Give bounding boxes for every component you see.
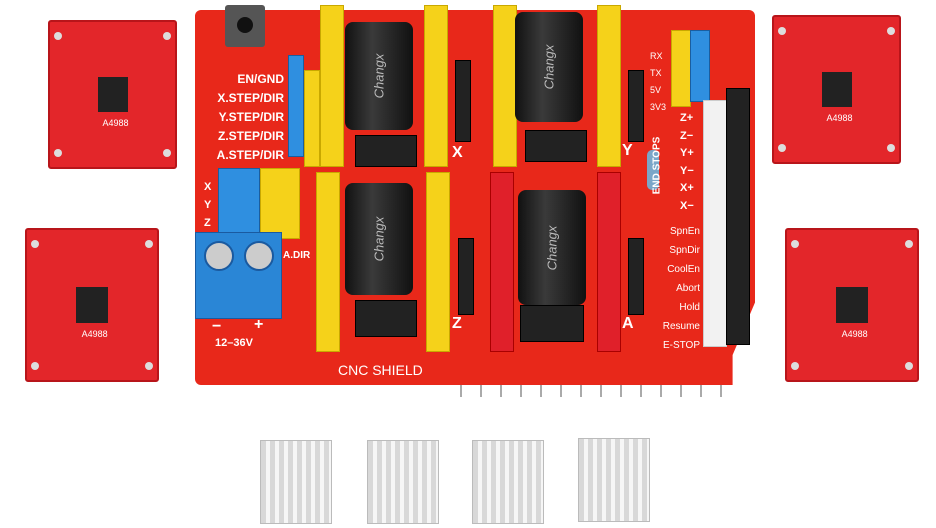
label-hold: Hold (679, 302, 700, 313)
microstep-jumpers-blue (218, 168, 260, 234)
socket-x-left (320, 5, 344, 167)
slot-label-z: Z (452, 315, 462, 332)
label-spndir: SpnDir (669, 245, 700, 256)
board-name: CNC SHIELD (338, 362, 423, 378)
socket-x-right (424, 5, 448, 167)
microstep-jumpers-yellow (260, 168, 300, 239)
a4988-driver-module: A4988 (48, 20, 177, 169)
capacitor: Changx (518, 190, 586, 305)
label-resume: Resume (662, 321, 700, 332)
label-a-dir: A.DIR (283, 250, 311, 261)
endstop-x-plus: X+ (680, 182, 694, 194)
label-x: X (204, 181, 212, 193)
slot-label-x: X (452, 144, 463, 161)
socket-a-left (490, 172, 514, 352)
label-a-step: A.STEP/DIR (216, 148, 284, 162)
endstop-z-minus: Z− (680, 129, 694, 142)
socket-a-right (597, 172, 621, 352)
heatsink (367, 440, 439, 524)
endstop-z-plus: Z+ (680, 112, 694, 124)
label-y: Y (204, 199, 212, 211)
header-black (628, 70, 644, 142)
header-black (458, 238, 474, 315)
label-spnen: SpnEn (669, 226, 700, 237)
label-rx: RX (650, 51, 663, 61)
slot-label-y: Y (622, 142, 633, 159)
a4988-driver-module: A4988 (785, 228, 919, 382)
serial-header-yellow (671, 30, 691, 107)
header-black (520, 305, 584, 342)
label-minus: − (212, 318, 222, 335)
label-abort: Abort (676, 283, 700, 294)
a4988-driver-module: A4988 (25, 228, 159, 382)
header-black (525, 130, 587, 162)
label-tx: TX (650, 68, 662, 78)
header-black (455, 60, 471, 142)
heatsink (472, 440, 544, 524)
label-en-gnd: EN/GND (237, 72, 284, 86)
capacitor: Changx (345, 183, 413, 295)
label-estop: E-STOP (662, 340, 700, 351)
capacitor: Changx (515, 12, 583, 122)
bottom-pins (460, 385, 730, 397)
endstop-y-minus: Y− (680, 164, 694, 177)
header-black (355, 300, 417, 337)
label-z-step: Z.STEP/DIR (217, 129, 284, 143)
socket-z-right (426, 172, 450, 352)
a4988-driver-module: A4988 (772, 15, 901, 164)
label-y-step: Y.STEP/DIR (218, 110, 284, 124)
socket-z-left (316, 172, 340, 352)
header-black (628, 238, 644, 315)
endstop-header-white (703, 100, 727, 347)
header-black (355, 135, 417, 167)
reset-button (225, 5, 265, 47)
socket-y-right (597, 5, 621, 167)
power-terminal-block (195, 232, 282, 319)
label-plus: + (254, 316, 264, 333)
endstop-x-minus: X− (680, 199, 694, 212)
label-z: Z (204, 217, 211, 229)
end-stops-title: END STOPS (651, 136, 663, 195)
capacitor: Changx (345, 22, 413, 130)
label-3v3: 3V3 (650, 102, 667, 112)
heatsink (260, 440, 332, 524)
endstop-header-black (726, 88, 750, 345)
label-x-step: X.STEP/DIR (217, 91, 284, 105)
label-coolen: CoolEn (667, 264, 700, 275)
endstop-y-plus: Y+ (680, 147, 694, 159)
resistor (647, 150, 659, 190)
slot-label-a: A (622, 315, 634, 332)
jumper-header-yellow (304, 70, 320, 167)
label-voltage: 12–36V (215, 337, 253, 349)
i2c-header-blue (690, 30, 710, 102)
socket-y-left (493, 5, 517, 167)
jumper-header-blue (288, 55, 304, 157)
label-5v: 5V (650, 85, 662, 95)
heatsink (578, 438, 650, 522)
